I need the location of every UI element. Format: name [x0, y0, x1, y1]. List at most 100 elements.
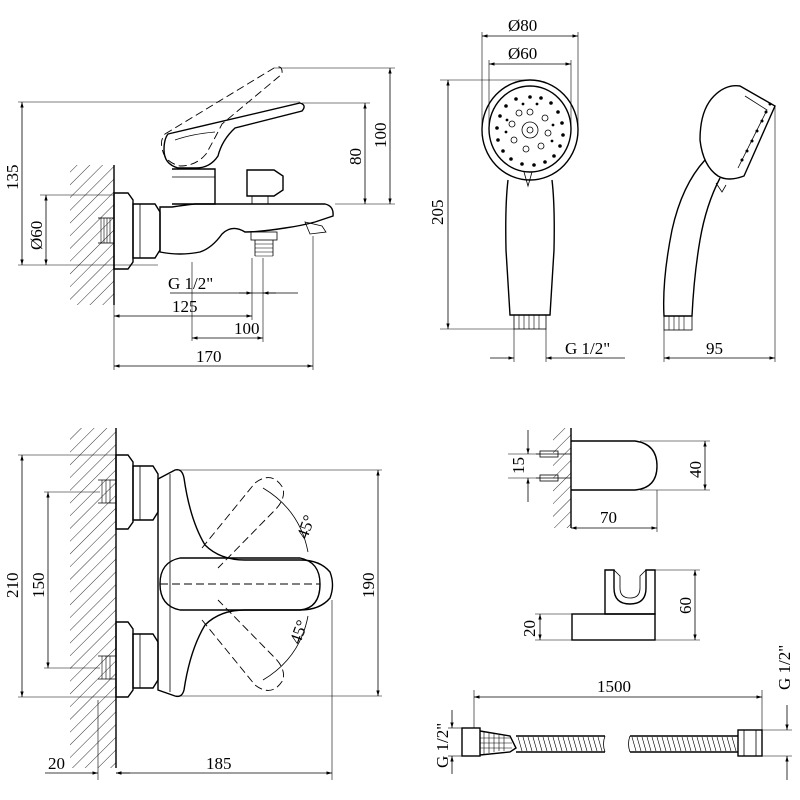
- dim-100-vertical: 100: [371, 123, 390, 149]
- upper-flange: [115, 454, 134, 530]
- nozzle-dots: [495, 95, 565, 167]
- hose-winding: [537, 736, 543, 752]
- dim-95: 95: [706, 339, 723, 358]
- shower-handle-side: [662, 159, 721, 317]
- lower-wall-thread: [98, 655, 116, 680]
- dim-d60-head: Ø60: [508, 44, 537, 63]
- hose-winding: [582, 736, 588, 752]
- shower-holder: 20 60: [520, 569, 700, 641]
- shower-head-outline: [481, 79, 579, 181]
- shower-handle-front: [505, 179, 555, 316]
- bracket-body: [571, 440, 658, 491]
- dim-125: 125: [172, 297, 198, 316]
- hose-winding: [592, 736, 598, 752]
- hose-segment-left: [516, 735, 605, 753]
- hose-winding: [666, 736, 672, 752]
- holder-base: [571, 613, 656, 641]
- angle-45-lower: 45°: [286, 617, 312, 646]
- dim-g12-hose-left: G 1/2": [433, 723, 452, 768]
- wall-bracket: 15 40 70: [508, 428, 710, 532]
- lever-down-dashed: [201, 599, 284, 691]
- dim-205: 205: [428, 200, 447, 226]
- dim-190: 190: [359, 573, 378, 599]
- lower-flange: [115, 621, 134, 698]
- hose-winding: [631, 736, 637, 752]
- hose-winding: [651, 736, 657, 752]
- nozzle-pattern: [508, 108, 552, 153]
- hose-spiral: [517, 736, 737, 752]
- dim-100-horizontal: 100: [234, 319, 260, 338]
- hose-winding: [547, 736, 553, 752]
- hose-winding: [676, 736, 682, 752]
- hose-winding: [681, 736, 687, 752]
- wall-hatch-lower: [70, 428, 116, 768]
- hose-left-nut: [461, 727, 481, 757]
- cartridge-column: [172, 168, 216, 205]
- hose-segment-right: [630, 735, 738, 753]
- hose-winding: [532, 736, 538, 752]
- hose-winding: [726, 736, 732, 752]
- lower-nut: [132, 633, 159, 689]
- hose-winding: [542, 736, 548, 752]
- hose-winding: [696, 736, 702, 752]
- hose-winding: [701, 736, 707, 752]
- hose-winding: [567, 736, 573, 752]
- dim-60-holder: 60: [676, 597, 695, 614]
- hose-winding: [562, 736, 568, 752]
- hose-winding: [646, 736, 652, 752]
- hose-right-nut: [737, 729, 763, 757]
- dim-70: 70: [600, 508, 617, 527]
- shower-hose: 1500 G 1/2" G 1/2": [433, 645, 794, 780]
- holder-body: [604, 569, 656, 615]
- hose-winding: [636, 736, 642, 752]
- dim-g12-head: G 1/2": [565, 339, 610, 358]
- dim-20-top: 20: [48, 754, 65, 773]
- hose-winding: [711, 736, 717, 752]
- dim-210: 210: [3, 573, 22, 599]
- mixer-side-view: 135 Ø60 100 80 G 1/2" 125 100 170: [3, 66, 395, 370]
- wall-flange: [113, 192, 134, 270]
- hose-winding: [716, 736, 722, 752]
- dim-20-holder: 20: [520, 620, 539, 637]
- dim-185: 185: [206, 754, 232, 773]
- dim-40: 40: [686, 461, 705, 478]
- hose-left-knurl: [480, 732, 512, 754]
- hose-winding: [517, 736, 523, 752]
- hose-winding: [686, 736, 692, 752]
- lever-handle: [163, 102, 305, 169]
- diverter-knob: [246, 169, 284, 197]
- dim-1500: 1500: [597, 677, 631, 696]
- dim-d60-side: Ø60: [27, 221, 46, 250]
- hose-winding: [577, 736, 583, 752]
- hose-winding: [721, 736, 727, 752]
- shower-head-side-view: 95: [662, 85, 776, 362]
- shower-handle-thread-front: [513, 314, 547, 330]
- dim-15: 15: [509, 457, 528, 474]
- hex-nut: [132, 203, 161, 259]
- wall-thread: [98, 217, 114, 244]
- mixer-body: [159, 203, 334, 255]
- angle-45-upper: 45°: [293, 512, 319, 541]
- hose-winding: [527, 736, 533, 752]
- hose-winding: [522, 736, 528, 752]
- shower-outlet-thread: [250, 231, 278, 257]
- wall-hatch-upper: [70, 165, 114, 305]
- angle-arc-upper: [262, 487, 309, 553]
- dim-150: 150: [29, 573, 48, 599]
- hose-winding: [706, 736, 712, 752]
- lever-up-dashed: [201, 477, 284, 569]
- hose-winding: [671, 736, 677, 752]
- upper-wall-thread: [98, 479, 116, 504]
- mixer-body-top: [157, 468, 334, 698]
- upper-nut: [132, 465, 159, 521]
- dim-g12-side: G 1/2": [168, 274, 213, 293]
- dim-80-vertical: 80: [346, 148, 365, 165]
- hose-winding: [731, 736, 737, 752]
- dim-170: 170: [196, 347, 222, 366]
- hose-winding: [552, 736, 558, 752]
- shower-handle-thread-side: [663, 315, 693, 331]
- hose-winding: [641, 736, 647, 752]
- shower-head-front-view: Ø80 Ø60 205 G 1/2": [428, 16, 625, 362]
- hose-winding: [572, 736, 578, 752]
- hose-winding: [661, 736, 667, 752]
